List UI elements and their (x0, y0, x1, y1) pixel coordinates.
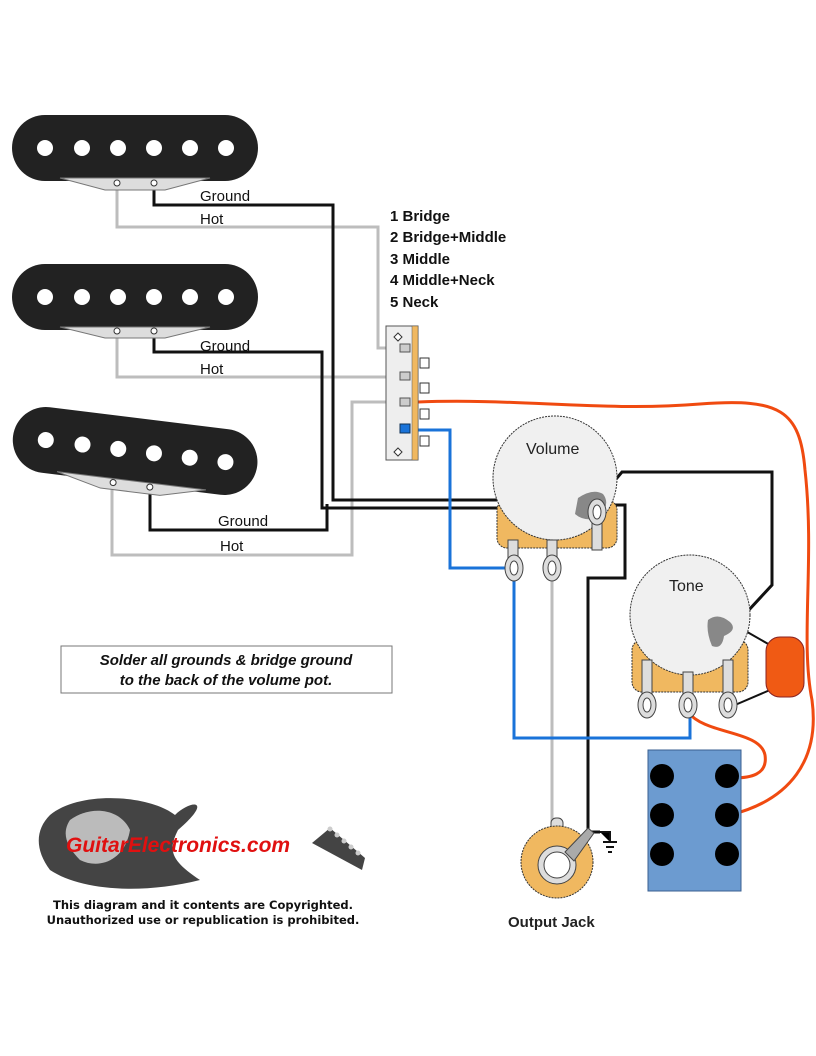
pickup-bridge (12, 115, 258, 191)
hot-wire-neck (110, 400, 402, 557)
output-jack-label: Output Jack (508, 914, 595, 931)
hot-label-neck: Hot (220, 538, 244, 555)
ground-label-bridge: Ground (200, 188, 250, 205)
pickup-middle (12, 264, 258, 339)
tone-pot: Tone (629, 554, 751, 719)
hot-label-middle: Hot (200, 361, 224, 378)
orange-wires (417, 399, 815, 817)
volume-pot: Volume (492, 415, 618, 582)
switch-to-volume-wire (405, 428, 510, 570)
guitarelectronics-logo: GuitarElectronics.com This diagram and i… (38, 798, 365, 927)
five-way-switch (385, 325, 430, 461)
volume-to-tone-wire (512, 578, 692, 740)
hot-wire-middle (115, 330, 402, 379)
ground-wire-jack (586, 503, 627, 834)
pickup-neck (12, 407, 258, 496)
tone-label: Tone (669, 578, 704, 595)
push-pull-switch (647, 749, 742, 892)
switch-position-3: 3 Middle (390, 251, 450, 268)
switch-position-5: 5 Neck (390, 294, 439, 311)
blue-wires (405, 428, 692, 740)
note-line-1: Solder all grounds & bridge ground (100, 652, 353, 669)
ground-wire-middle (152, 330, 600, 510)
copyright-line-2: Unauthorized use or republication is pro… (47, 913, 360, 927)
switch-position-list: 1 Bridge 2 Bridge+Middle 3 Middle 4 Midd… (390, 208, 506, 311)
output-jack: Output Jack (508, 817, 617, 931)
tone-capacitor (765, 636, 805, 698)
logo-text: GuitarElectronics.com (66, 834, 290, 857)
volume-label: Volume (526, 441, 579, 458)
ground-symbol (600, 831, 617, 853)
switch-position-4: 4 Middle+Neck (390, 272, 495, 289)
tone-to-plate-wire (686, 711, 767, 780)
hot-label-bridge: Hot (200, 211, 224, 228)
note-line-2: to the back of the volume pot. (120, 672, 333, 689)
ground-wires (148, 182, 774, 834)
ground-label-middle: Ground (200, 338, 250, 355)
switch-position-2: 2 Bridge+Middle (390, 229, 506, 246)
ground-label-neck: Ground (218, 513, 268, 530)
switch-to-plate-wire (417, 399, 815, 817)
copyright-line-1: This diagram and it contents are Copyrig… (53, 898, 353, 912)
switch-position-1: 1 Bridge (390, 208, 450, 225)
ground-wire-neck (148, 493, 329, 532)
ground-note: Solder all grounds & bridge ground to th… (60, 645, 393, 694)
ground-wire-bridge (152, 182, 600, 502)
